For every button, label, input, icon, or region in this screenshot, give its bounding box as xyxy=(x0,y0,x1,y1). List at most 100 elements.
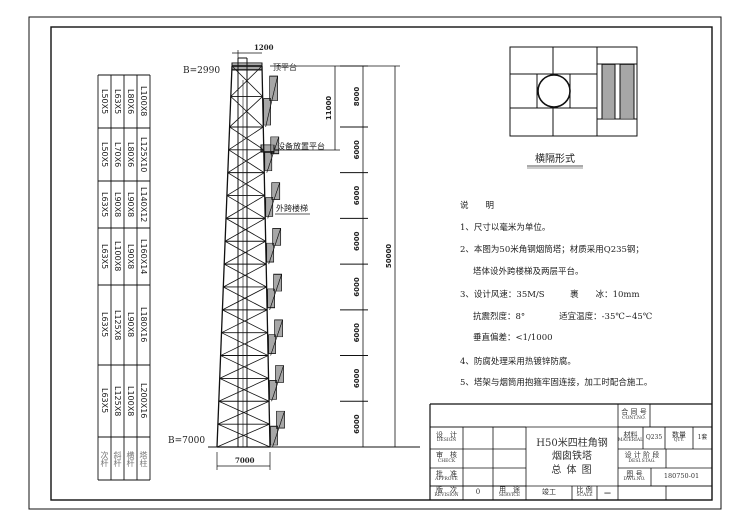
equipment-platform-label: 设备放置平台 xyxy=(277,141,325,151)
tower-leg-right xyxy=(261,65,271,448)
stair-stringer xyxy=(270,319,283,356)
tower-brace xyxy=(225,195,265,219)
dim-text-total: 50000 xyxy=(385,244,393,268)
stair-flight xyxy=(270,425,278,446)
tower-brace xyxy=(230,65,263,97)
tower-brace xyxy=(223,263,267,288)
tower-brace xyxy=(229,96,263,128)
member-header: 次杆 xyxy=(100,450,109,467)
dim-text-segment: 6000 xyxy=(353,231,361,251)
tower-brace xyxy=(226,172,265,196)
member-cell: L125X10 xyxy=(139,136,148,173)
dim-text-segment: 6000 xyxy=(353,369,361,389)
member-cell: L63X5 xyxy=(100,243,109,270)
member-header: 横杆 xyxy=(126,450,135,467)
dim-text-segment: 6000 xyxy=(353,140,361,160)
member-header: 塔柱 xyxy=(139,450,148,467)
stair-stringer xyxy=(266,136,280,173)
drawing-title-line: H50米四柱角钢 xyxy=(536,437,608,449)
stair-flight xyxy=(272,228,282,246)
title-block-grid xyxy=(429,403,712,500)
dim-text-11000: 11000 xyxy=(325,96,333,120)
member-cell: L200X16 xyxy=(139,383,148,419)
base-dim: 7000 xyxy=(235,456,255,465)
stair-flight xyxy=(269,75,278,101)
member-cell: L63X5 xyxy=(113,88,122,115)
member-cell: L90X8 xyxy=(126,243,135,270)
top-platform-label: 顶平台 xyxy=(273,62,297,72)
note-line: 抗震烈度：8° 适宜温度：-35℃∽45℃ xyxy=(473,312,653,322)
tower-brace xyxy=(218,378,269,402)
member-cell: L63X5 xyxy=(100,312,109,338)
member-cell: L63X5 xyxy=(100,388,109,414)
note-line: 1、尺寸以毫米为单位。 xyxy=(460,223,551,233)
note-line: 垂直偏差：<1/1000 xyxy=(473,333,553,343)
note-line: 2、本图为50米角钢烟筒塔；材质采用Q235钢； xyxy=(460,245,644,255)
top-width-label: B=2990 xyxy=(183,66,220,76)
stair-stringer xyxy=(267,182,281,219)
stair-stringer xyxy=(268,228,282,265)
drawing-title-line: 烟囱铁塔 xyxy=(552,451,592,463)
stair-stringer xyxy=(269,274,282,310)
chimney-dim: 1200 xyxy=(254,43,274,52)
note-line: 5、塔架与烟筒用抱箍牢固连接，加工时配合施工。 xyxy=(460,378,653,388)
note-line: 3、设计风速：35M/S 裹 冰：10mm xyxy=(460,290,640,300)
tower-brace xyxy=(224,240,266,265)
member-cell: L125X8 xyxy=(113,309,122,341)
member-cell: L100X8 xyxy=(126,385,135,417)
member-cell: L80X6 xyxy=(126,141,135,168)
member-table-grid xyxy=(97,74,151,481)
base-width-label: B=7000 xyxy=(168,436,205,446)
tower-brace xyxy=(217,400,270,425)
note-line: 塔体设外跨楼梯及两层平台。 xyxy=(473,267,584,277)
tower-leg-left xyxy=(216,65,233,448)
member-cell: L50X5 xyxy=(100,88,109,115)
scale-value: — xyxy=(604,488,611,498)
dim-text-segment: 6000 xyxy=(353,323,361,343)
member-cell: L100X8 xyxy=(113,241,122,272)
member-cell: L80X6 xyxy=(126,88,135,115)
stair-flight xyxy=(275,365,284,383)
equipment-platform xyxy=(260,144,275,153)
member-cell: L90X8 xyxy=(126,312,135,338)
tower-brace xyxy=(219,355,269,379)
tower-brace xyxy=(230,96,264,128)
outer-border xyxy=(28,16,722,510)
member-header: 斜杆 xyxy=(113,450,122,467)
drawing-title-line: 总 体 图 xyxy=(551,464,593,476)
drawing-title: H50米四柱角钢 烟囱铁塔 总 体 图 xyxy=(526,430,618,484)
dim-text-segment: 6000 xyxy=(353,414,361,434)
quantity-value: 1套 xyxy=(697,433,708,441)
tower-brace xyxy=(231,65,263,97)
member-cell: L125X8 xyxy=(113,385,122,417)
tower-brace xyxy=(216,423,270,448)
stair-stringer xyxy=(271,365,284,402)
member-cell: L90X8 xyxy=(113,191,122,218)
stair-flight xyxy=(268,334,276,354)
stair-stringer xyxy=(272,411,285,448)
material-value: Q235 xyxy=(645,433,663,441)
stair-flight xyxy=(269,380,277,400)
stair-flight xyxy=(266,242,275,263)
stair-flight xyxy=(265,197,274,217)
revision-value: 0 xyxy=(475,488,481,497)
service-value: 竣工 xyxy=(542,488,556,497)
notes-title: 说 明 xyxy=(460,201,495,211)
member-cell: L90X8 xyxy=(126,191,135,218)
member-cell: L140X12 xyxy=(139,186,148,223)
tower-brace xyxy=(220,332,268,356)
inner-frame xyxy=(50,26,713,501)
stair-flight xyxy=(263,98,271,126)
member-cell: L70X6 xyxy=(113,141,122,168)
